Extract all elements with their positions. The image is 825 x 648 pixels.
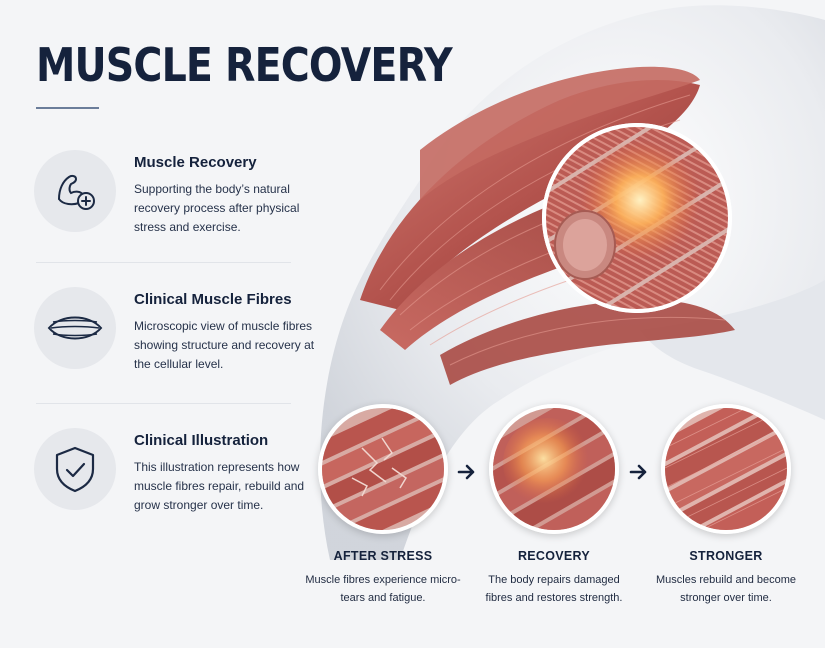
- after-stress-fibres-image: [318, 404, 448, 534]
- stage-description: Muscles rebuild and become stronger over…: [655, 574, 797, 604]
- title-underline: [36, 107, 99, 109]
- stage-description: Muscle fibres experience micro-tears and…: [305, 574, 461, 604]
- feature-title: Muscle Recovery: [134, 154, 257, 171]
- stage-description: The body repairs damaged fibres and rest…: [485, 574, 623, 604]
- feature-description: This illustration represents how muscle …: [134, 460, 305, 512]
- divider: [36, 403, 291, 404]
- feature-title: Clinical Illustration: [134, 432, 269, 449]
- recovery-fibres-image: [489, 404, 619, 534]
- stage-label: RECOVERY: [517, 549, 591, 563]
- divider: [36, 262, 291, 263]
- stage-label: AFTER STRESS: [333, 549, 433, 563]
- stronger-fibres-image: [661, 404, 791, 534]
- feature-description: Microscopic view of muscle fibres showin…: [134, 319, 315, 371]
- arrow-right-icon: [629, 464, 647, 480]
- feature-icon-circle: [34, 150, 116, 232]
- page-title: MUSCLE RECOVERY: [36, 38, 453, 92]
- feature-icon-circle: [34, 428, 116, 510]
- shield-check-icon: [55, 446, 95, 493]
- stage-label: STRONGER: [689, 549, 763, 563]
- muscle-fibres-icon: [47, 316, 103, 340]
- feature-description: Supporting the body’s natural recovery p…: [134, 182, 300, 234]
- arrow-right-icon: [457, 464, 475, 480]
- feature-icon-circle: [34, 287, 116, 369]
- feature-title: Clinical Muscle Fibres: [134, 291, 292, 308]
- flexed-arm-plus-icon: [58, 174, 95, 210]
